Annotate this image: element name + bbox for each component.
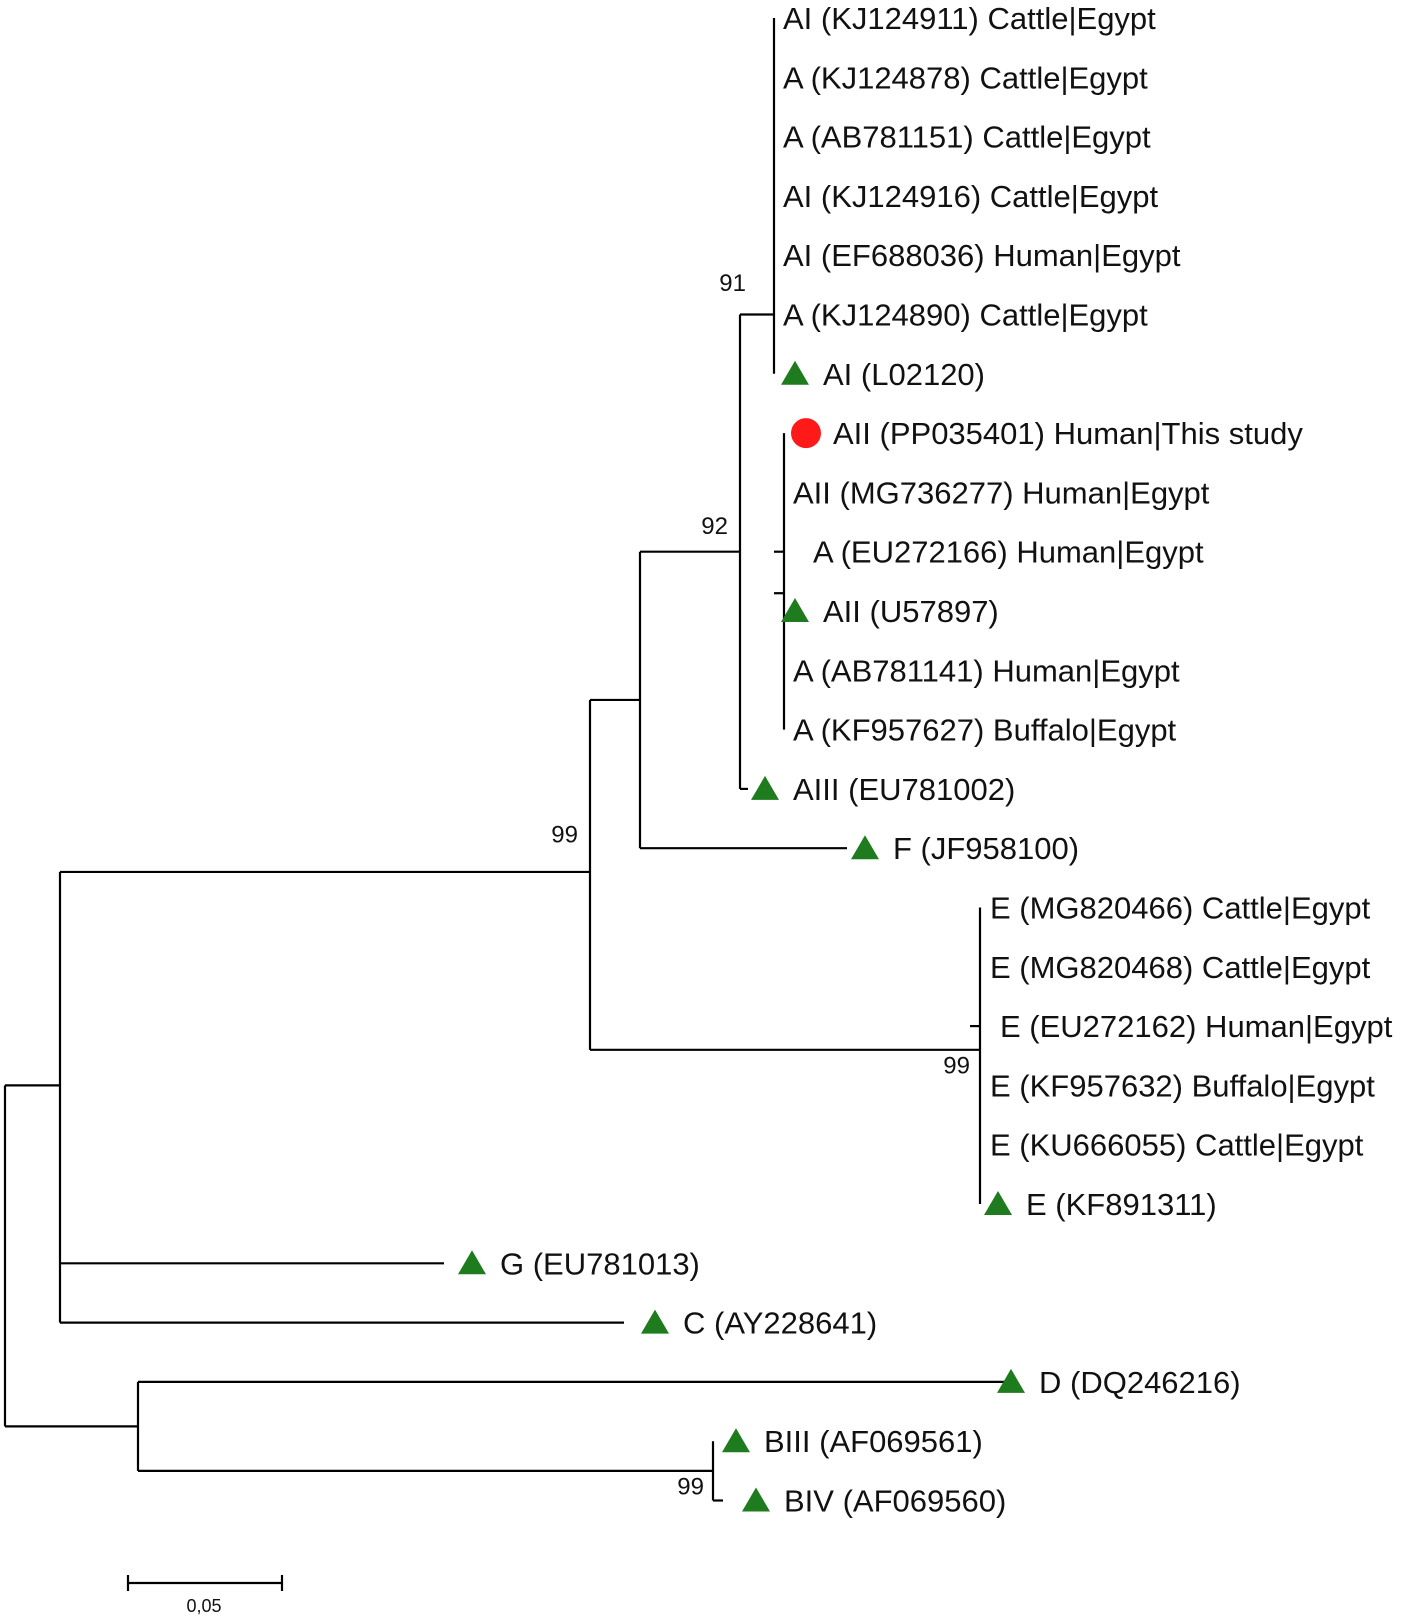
leaf-label: E (KF957632) Buffalo|Egypt: [990, 1068, 1375, 1103]
reference-triangle-icon: [751, 775, 779, 800]
taxon-markers: [458, 360, 1025, 1512]
leaf-label: A (AB781141) Human|Egypt: [793, 653, 1180, 688]
leaf-label: E (MG820468) Cattle|Egypt: [990, 950, 1371, 985]
leaf-label: A (KF957627) Buffalo|Egypt: [793, 713, 1177, 748]
leaf-label: BIV (AF069560): [784, 1484, 1006, 1519]
leaf-label: F (JF958100): [893, 831, 1079, 866]
leaf-label: AIII (EU781002): [793, 772, 1015, 807]
bootstrap-value: 99: [677, 1474, 704, 1501]
reference-triangle-icon: [781, 360, 809, 385]
tree-branches: [3, 18, 1010, 1502]
leaf-label: A (KJ124878) Cattle|Egypt: [783, 60, 1148, 95]
reference-triangle-icon: [781, 598, 809, 622]
leaf-label: E (KF891311): [1026, 1187, 1217, 1222]
leaf-label: D (DQ246216): [1039, 1365, 1241, 1400]
leaf-label: AI (KJ124916) Cattle|Egypt: [783, 179, 1158, 214]
reference-triangle-icon: [851, 835, 879, 860]
leaf-label: AII (MG736277) Human|Egypt: [793, 475, 1210, 510]
reference-triangle-icon: [742, 1487, 770, 1512]
scale-bar-label: 0,05: [186, 1596, 221, 1616]
leaf-label: E (MG820466) Cattle|Egypt: [990, 891, 1371, 926]
leaf-label: AII (PP035401) Human|This study: [833, 416, 1303, 451]
reference-triangle-icon: [997, 1368, 1025, 1393]
reference-triangle-icon: [458, 1250, 486, 1275]
leaf-label: AI (EF688036) Human|Egypt: [783, 238, 1181, 273]
leaf-label: AI (L02120): [823, 357, 985, 392]
leaf-label: E (KU666055) Cattle|Egypt: [990, 1128, 1364, 1163]
leaf-label: AI (KJ124911) Cattle|Egypt: [783, 1, 1156, 36]
leaf-labels: AI (KJ124911) Cattle|Egypt A (KJ124878) C…: [500, 1, 1393, 1519]
this-study-circle-icon: [791, 418, 821, 449]
bootstrap-value: 99: [943, 1053, 970, 1080]
leaf-label: BIII (AF069561): [764, 1424, 983, 1459]
leaf-label: E (EU272162) Human|Egypt: [1000, 1009, 1393, 1044]
reference-triangle-icon: [722, 1428, 750, 1453]
leaf-label: C (AY228641): [683, 1306, 877, 1341]
bootstrap-value: 91: [719, 270, 746, 297]
bootstrap-value: 92: [701, 513, 728, 540]
reference-triangle-icon: [641, 1309, 669, 1334]
leaf-label: A (KJ124890) Cattle|Egypt: [783, 298, 1148, 333]
bootstrap-labels: 91 92 99 99 99: [551, 270, 970, 1501]
leaf-label: A (EU272166) Human|Egypt: [813, 535, 1204, 570]
reference-triangle-icon: [984, 1191, 1012, 1215]
leaf-label: G (EU781013): [500, 1246, 700, 1281]
leaf-label: AII (U57897): [823, 594, 999, 629]
scale-bar: 0,05: [126, 1575, 284, 1616]
leaf-label: A (AB781151) Cattle|Egypt: [783, 120, 1151, 155]
bootstrap-value: 99: [551, 821, 578, 848]
